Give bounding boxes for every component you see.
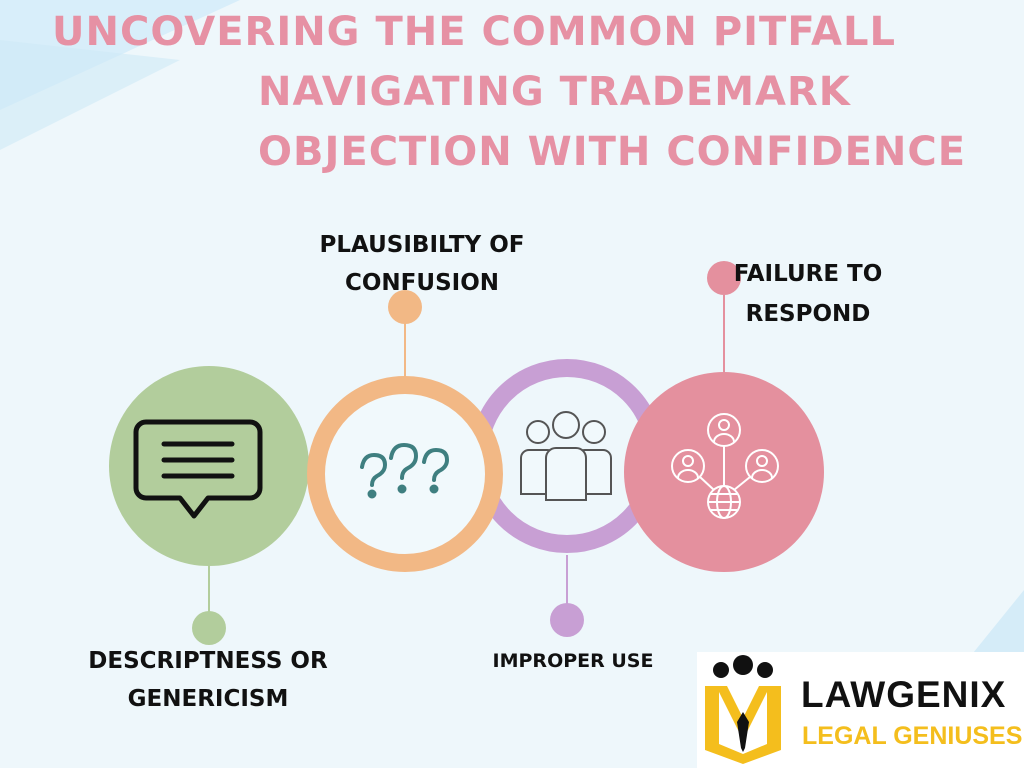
label-improper-use-line1: IMPROPER USE [492, 650, 654, 672]
circle-confusion [307, 376, 503, 572]
connector-dot-4 [707, 261, 741, 295]
label-descriptiveness: DESCRIPTNESS OR GENERICISM [80, 642, 336, 718]
label-failure-respond-line1: FAILURE TO [733, 261, 883, 287]
question-marks-icon [360, 442, 450, 499]
label-descriptiveness-line1: DESCRIPTNESS OR [88, 648, 328, 674]
network-globe-icon [671, 413, 779, 519]
label-improper-use: IMPROPER USE [480, 648, 666, 674]
logo-name: LAWGENIX [801, 674, 1007, 715]
title-line-1: UNCOVERING THE COMMON PITFALL [52, 9, 896, 55]
label-confusion: PLAUSIBILTY OF CONFUSION [300, 226, 544, 302]
label-confusion-line2: CONFUSION [345, 270, 499, 296]
circle-descriptiveness [109, 366, 309, 566]
speech-bubble-icon [133, 419, 263, 519]
connector-dot-2 [388, 290, 422, 324]
logo-emblem-icon [705, 655, 781, 764]
connector-dot-1 [192, 611, 226, 645]
title-line-2: NAVIGATING TRADEMARK [258, 69, 851, 115]
logo-tagline: LEGAL GENIUSES [802, 722, 1023, 750]
label-descriptiveness-line2: GENERICISM [127, 686, 289, 712]
label-confusion-line1: PLAUSIBILTY OF [319, 232, 525, 258]
title-line-3: OBJECTION WITH CONFIDENCE [258, 129, 967, 175]
label-failure-respond: FAILURE TO RESPOND [728, 254, 888, 334]
label-failure-respond-line2: RESPOND [745, 301, 871, 327]
people-group-icon [520, 411, 612, 501]
lawgenix-logo: LAWGENIX LEGAL GENIUSES [697, 652, 1024, 768]
connector-dot-3 [550, 603, 584, 637]
